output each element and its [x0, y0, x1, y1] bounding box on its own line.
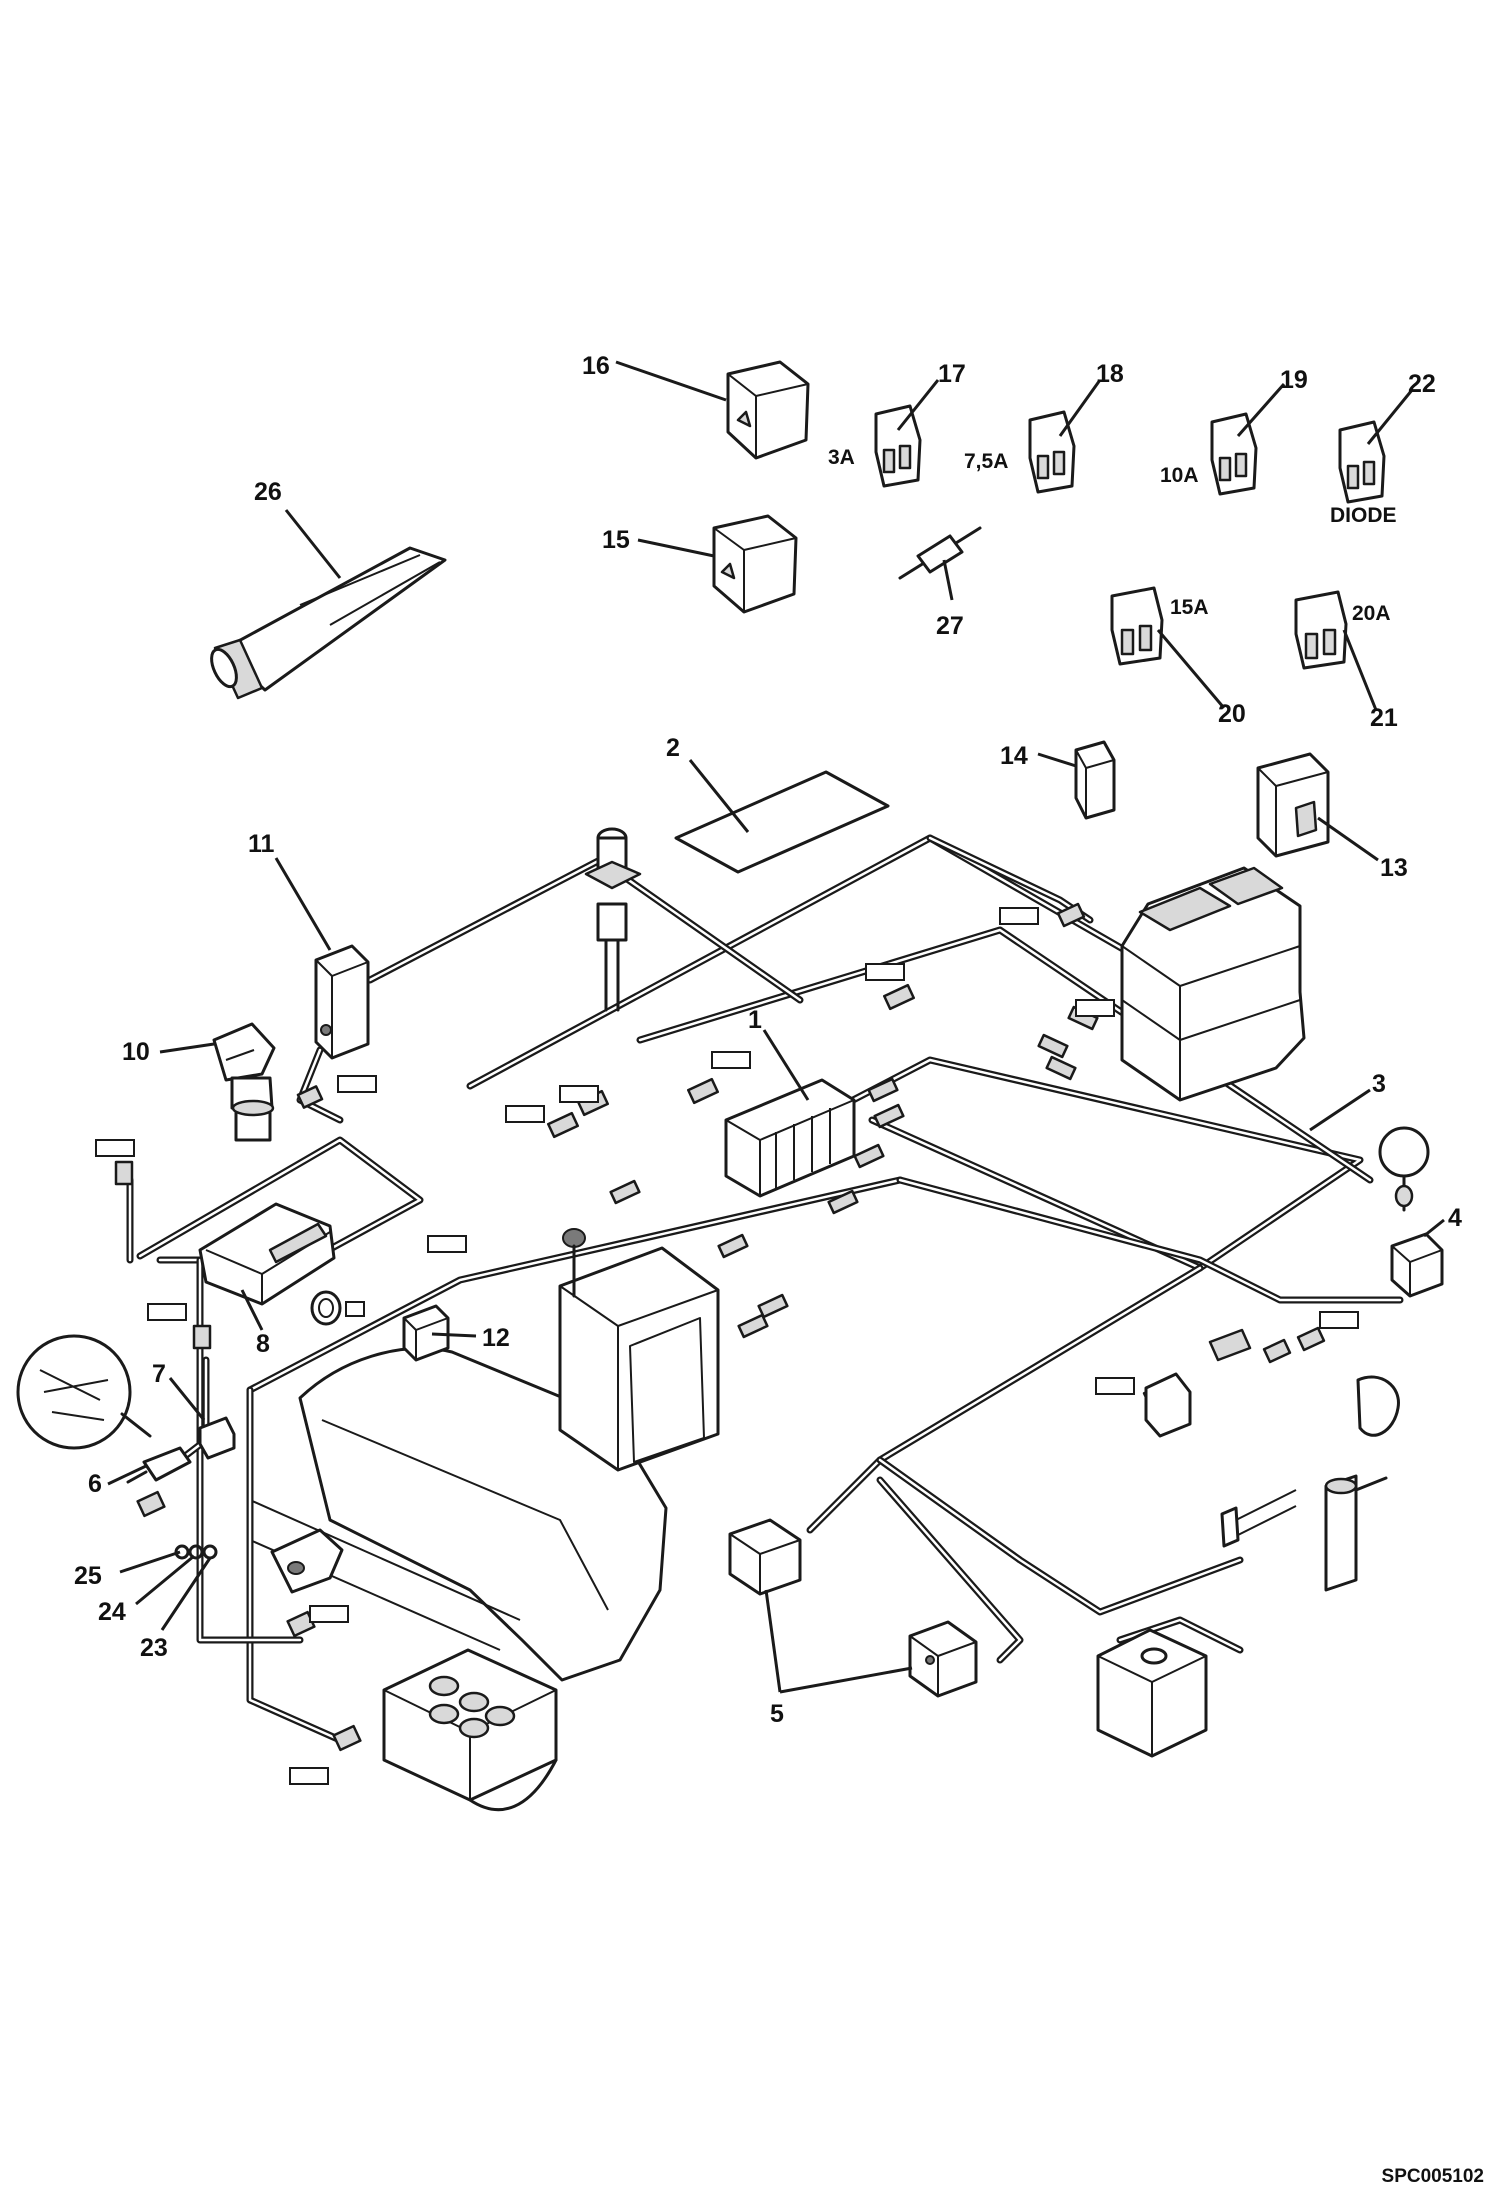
callout-3: 3	[1372, 1070, 1386, 1098]
callout-8: 8	[256, 1330, 270, 1358]
callout-11: 11	[248, 830, 275, 858]
fuse-rating-20a: 20A	[1352, 602, 1391, 625]
callout-15: 15	[602, 526, 630, 554]
work-lamp-part-a	[728, 1518, 802, 1596]
inline-diode-part	[898, 526, 982, 580]
ignition-switch-part	[584, 827, 642, 1012]
connector-part-7	[198, 1416, 236, 1460]
machine-frame-outline	[249, 1246, 720, 1812]
leader-lines	[107, 360, 1445, 1694]
callout-2: 2	[666, 734, 680, 762]
drawing-code: SPC005102	[1382, 2166, 1484, 2187]
callout-16: 16	[582, 352, 610, 380]
callout-23: 23	[140, 1634, 168, 1662]
fuse-rating-diode: DIODE	[1330, 504, 1397, 527]
fuse-rating-15a: 15A	[1170, 596, 1209, 619]
detail-circle-inset	[16, 1334, 152, 1450]
joystick-part-10	[212, 1022, 276, 1142]
callout-17: 17	[938, 360, 966, 388]
callout-27: 27	[936, 612, 964, 640]
work-lamp-part-b	[908, 1620, 978, 1698]
fuse-20a-part	[1294, 590, 1348, 670]
fuse-3a-part	[874, 404, 922, 488]
fuse-rating-7-5a: 7,5A	[964, 450, 1008, 473]
callout-14: 14	[1000, 742, 1028, 770]
fuse-relay-block-part	[724, 1078, 856, 1198]
solenoid-assembly-right	[1144, 1328, 1400, 1438]
terminal-parts-23-25	[174, 1544, 218, 1560]
callout-26: 26	[254, 478, 282, 506]
decal-sheet-part	[674, 770, 890, 874]
callout-20: 20	[1218, 700, 1246, 728]
callout-10: 10	[122, 1038, 150, 1066]
callout-5: 5	[770, 1700, 784, 1728]
callout-4: 4	[1448, 1204, 1462, 1232]
callout-6: 6	[88, 1470, 102, 1498]
main-harness-wires	[126, 834, 1404, 1744]
switch-part-12	[402, 1304, 450, 1362]
toggle-switch-bottom-left	[270, 1528, 344, 1594]
ring-terminal-part	[310, 1290, 365, 1326]
fuse-rating-10a: 10A	[1160, 464, 1199, 487]
harness-connectors	[114, 902, 1326, 1752]
module-part-11	[314, 944, 370, 1060]
relay-holder-part-13	[1256, 752, 1330, 858]
callout-7: 7	[152, 1360, 166, 1388]
diode-part	[1338, 420, 1386, 504]
callout-22: 22	[1408, 370, 1436, 398]
sensor-part-6	[126, 1446, 192, 1484]
callout-13: 13	[1380, 854, 1408, 882]
throttle-knob-part	[562, 1228, 586, 1298]
callout-12: 12	[482, 1324, 510, 1352]
relay-part-16	[726, 360, 810, 460]
fuse-rating-3a: 3A	[828, 446, 855, 469]
fuse-15a-part	[1110, 586, 1164, 666]
callout-1: 1	[748, 1006, 762, 1034]
callout-18: 18	[1096, 360, 1124, 388]
control-module-top-right	[1120, 866, 1306, 1102]
fuse-rating-labels: 3A 7,5A 10A DIODE 15A 20A	[828, 446, 1397, 625]
fuse-10a-part	[1210, 412, 1258, 496]
connector-tags	[95, 907, 1359, 1785]
battery-box-part	[1096, 1628, 1208, 1758]
filter-sensor-part	[1220, 1474, 1388, 1592]
grease-tube-part	[210, 546, 447, 700]
relay-part-15	[712, 514, 798, 614]
module-part-14	[1074, 740, 1116, 820]
horn-part-4	[1378, 1126, 1444, 1298]
callout-19: 19	[1280, 366, 1308, 394]
callout-21: 21	[1370, 704, 1398, 732]
callout-24: 24	[98, 1598, 126, 1626]
callout-labels: 16 17 18 19 22 15 27 20 21 14 13 26 2 11…	[74, 352, 1462, 1728]
callout-25: 25	[74, 1562, 102, 1590]
display-panel-part	[198, 1202, 336, 1306]
